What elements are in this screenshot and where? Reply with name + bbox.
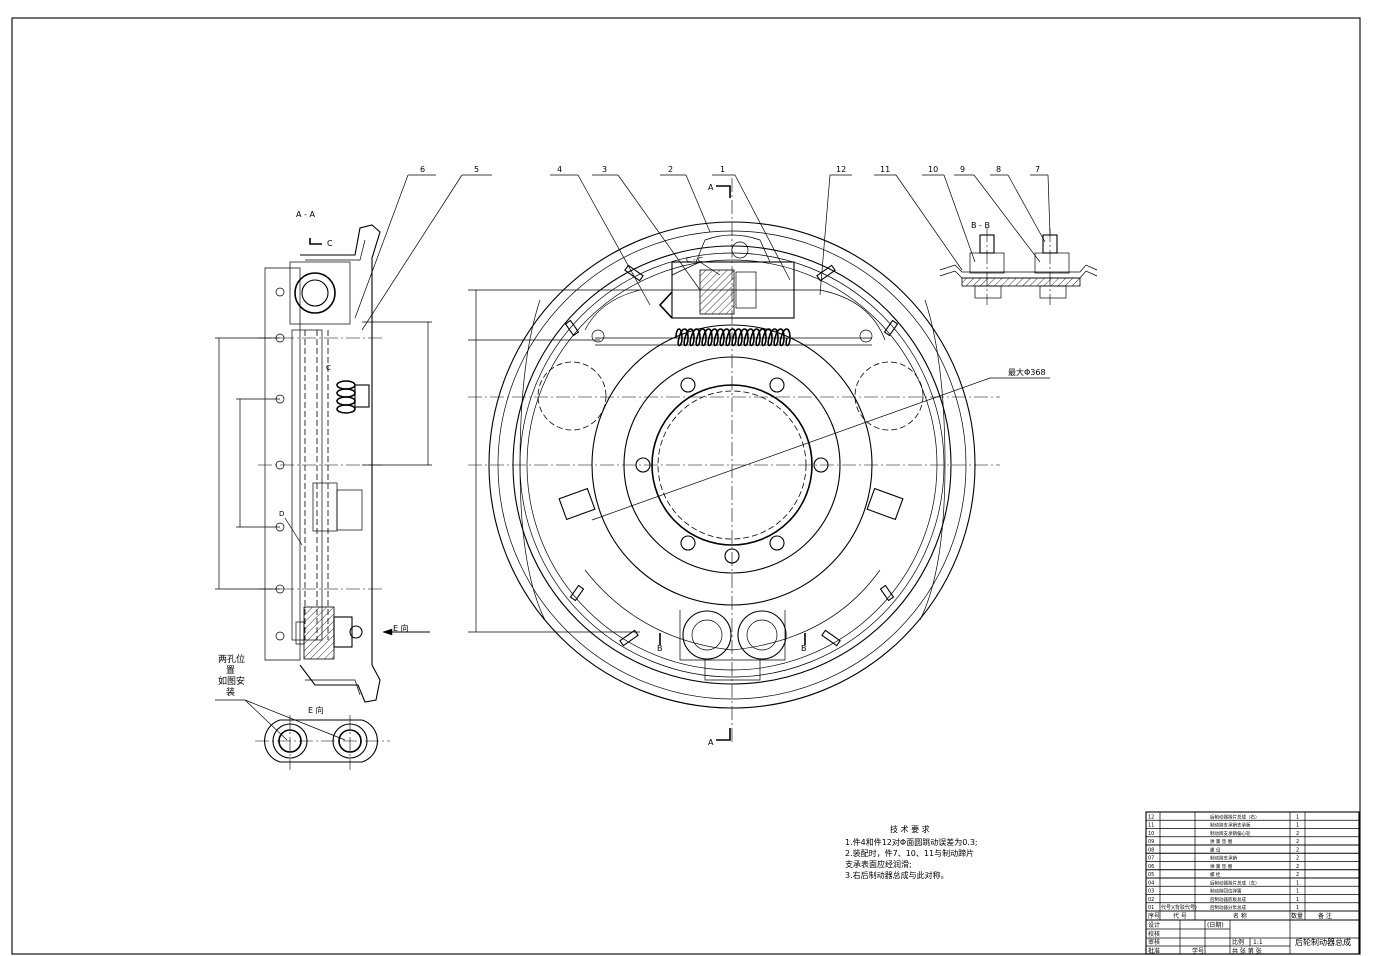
part-qty: 1 [1296,905,1299,911]
section-cc-label: C - C [686,256,703,264]
two-holes-note-2: 置 [226,665,235,676]
row-approve: 批准 [1148,947,1160,955]
part-no: 08 [1148,847,1154,853]
tech-req-line-4: 3.右后制动器总成与此对称。 [845,870,949,880]
sheet-border [11,17,1361,955]
section-view-aa: A - A [215,210,432,741]
balloon-7: 7 [1035,165,1040,174]
section-aa-title: A - A [296,210,315,219]
part-no: 09 [1148,839,1154,845]
part-name: 弹 簧 垫 圈 [1210,863,1233,870]
date-label: (日期) [1207,921,1224,929]
part-no: 12 [1148,814,1154,820]
view-e: E 向 [255,705,390,770]
part-no: 11 [1148,823,1154,829]
part-qty: 2 [1296,831,1299,837]
part-name: 弹 簧 垫 圈 [1210,838,1233,845]
balloon-10: 10 [928,165,938,174]
front-view: B B A A C - C 最大Φ368 [468,178,1050,747]
part-name: 制动蹄支承销偏心轮 [1210,830,1251,837]
balloon-6: 6 [420,165,425,174]
part-qty: 2 [1296,856,1299,862]
part-name: 制动蹄支承销支承板 [1210,822,1251,829]
part-name: 螺 栓 [1210,871,1221,878]
part-qty: 1 [1296,823,1299,829]
section-a-bottom: A [708,738,714,747]
section-view-bb: B - B [939,221,1098,305]
part-name: 后制动器底板总成 [1210,896,1246,903]
part-no: 07 [1148,856,1154,862]
header-qty: 数量 [1291,912,1303,920]
balloon-8: 8 [996,165,1001,174]
part-qty: 1 [1296,880,1299,886]
tech-req-line-1: 1.件4和件12对Φ面圆跳动误差为0.3; [845,837,978,847]
balloon-2: 2 [668,165,673,174]
tech-req-title: 技 术 要 求 [890,824,930,834]
part-qty: 1 [1296,889,1299,895]
section-bb-title: B - B [971,221,990,230]
tech-req-line-3: 支承表面应经润滑; [845,859,912,869]
part-qty: 2 [1296,872,1299,878]
part-name: 后制动器分泵总成 [1210,904,1246,911]
balloon-3: 3 [602,165,607,174]
part-name: 后制动器蹄片总成（左） [1210,879,1260,886]
sheets-label: 共 张 第 张 [1232,947,1262,955]
scale-value: 1:1 [1253,939,1263,946]
study-no-label: 学号 [1192,947,1204,955]
balloon-4: 4 [557,165,562,174]
part-name: 后制动器蹄片总成（右） [1210,813,1260,820]
tech-requirements: 技 术 要 求 1.件4和件12对Φ面圆跳动误差为0.3; 2.装配时，件7、1… [845,824,978,880]
tech-req-line-2: 2.装配时，件7、10、11与制动蹄片 [845,848,974,858]
part-no: 05 [1148,872,1154,878]
balloon-1: 1 [720,165,725,174]
two-holes-note-3: 如图安 [218,675,245,687]
part-qty: 2 [1296,839,1299,845]
view-e-arrow-label: E 向 [393,623,409,633]
row-check: 校核 [1148,930,1160,938]
part-no: 06 [1148,864,1154,870]
header-seq: 序号 [1148,912,1160,920]
header-name: 名 称 [1233,912,1247,920]
detail-d-label: D [279,510,284,518]
max-dia-label: 最大Φ368 [1008,367,1046,377]
two-holes-note-1: 两孔位 [218,653,245,665]
part-qty: 2 [1296,847,1299,853]
header-code: 代 号 [1173,912,1187,920]
part-qty: 1 [1296,814,1299,820]
part-no: 03 [1148,889,1154,895]
balloon-11: 11 [880,165,890,174]
row-design: 设计 [1148,921,1160,929]
part-no: 04 [1148,880,1154,886]
section-c-top: C [327,239,333,248]
part-name: 制动蹄支承销 [1210,855,1237,862]
part-qty: 2 [1296,864,1299,870]
part-name: 制动蹄回位弹簧 [1210,888,1242,895]
section-b-right: B [801,644,807,653]
section-a-top: A [708,183,714,192]
balloon-numbers: 6 5 4 3 2 1 12 11 10 9 8 7 [420,165,1040,174]
header-remark: 备 注 [1318,912,1332,920]
part-no: 02 [1148,897,1154,903]
part-no: 10 [1148,831,1154,837]
code-label: 代号)(背驳代号) [1161,904,1197,911]
part-no: 01 [1148,905,1154,911]
section-b-left: B [657,644,663,653]
balloon-leaders [354,174,1051,331]
part-qty: 1 [1296,897,1299,903]
row-review: 审核 [1148,938,1160,946]
view-e-title: E 向 [308,705,324,715]
section-c-mid: C [326,364,331,372]
balloon-5: 5 [474,165,479,174]
drawing-title: 后轮制动器总成 [1295,937,1351,947]
scale-label: 比例 [1232,938,1244,946]
balloon-9: 9 [960,165,965,174]
balloon-12: 12 [836,165,846,174]
part-name: 螺 母 [1210,846,1221,853]
two-holes-note-4: 装 [226,686,235,698]
